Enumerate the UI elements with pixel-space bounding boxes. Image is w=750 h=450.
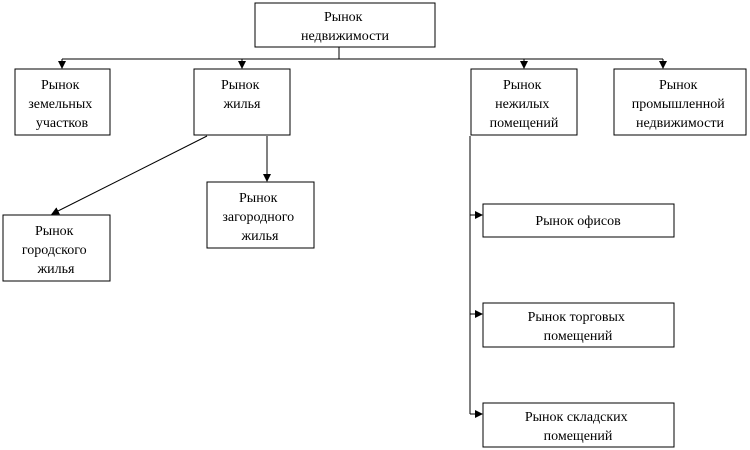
node-suburban: Рынок загородного жилья [206,181,315,249]
node-label: Рынок загородного жилья [222,191,297,244]
node-box [254,2,436,48]
node-root: Рынок недвижимости [254,2,436,48]
node-label-line: Рынок [659,78,698,93]
node-box [470,68,578,136]
node-label-line: промышленной [632,97,725,112]
node-label-line: недвижимости [636,116,724,131]
node-label-line: Рынок [503,78,542,93]
node-label: Рынок жилья [221,78,263,112]
node-label-line: Рынок складских [525,410,628,425]
node-label: Рынок складских помещений [525,410,631,444]
node-label-line: жилья [37,262,76,277]
node-box [613,68,747,136]
node-label-line: городского [22,243,87,258]
node-label-line: Рынок торговых [528,310,625,325]
node-label: Рынок торговых помещений [528,310,629,344]
node-offices: Рынок офисов [482,203,675,238]
node-label-line: Рынок [239,191,278,206]
node-urban: Рынок городского жилья [2,214,111,282]
node-box [482,203,675,238]
node-label-line: нежилых [495,97,549,112]
node-label: Рынок нежилых помещений [490,78,559,131]
node-label-line: жилья [241,229,280,244]
node-label: Рынок промышленной недвижимости [632,78,728,131]
node-label-line: недвижимости [301,29,389,44]
node-box [482,402,675,448]
node-label-line: земельных [28,97,92,112]
node-label-line: Рынок [221,78,260,93]
connectors [51,47,667,418]
node-label: Рынок офисов [535,214,621,229]
node-label-line: Рынок офисов [535,214,621,229]
node-housing: Рынок жилья [193,68,291,136]
node-industrial: Рынок промышленной недвижимости [613,68,747,136]
node-warehouse: Рынок складских помещений [482,402,675,448]
node-nonresidential: Рынок нежилых помещений [470,68,578,136]
node-retail: Рынок торговых помещений [482,302,675,348]
node-label-line: помещений [544,329,613,344]
node-box [193,68,291,136]
node-label-line: загородного [222,210,294,225]
node-label: Рынок городского жилья [22,224,90,277]
node-label-line: Рынок [324,10,363,25]
node-box [14,68,111,136]
node-box [2,214,111,282]
node-label: Рынок недвижимости [301,10,389,44]
node-label-line: Рынок [41,78,80,93]
node-label-line: помещений [544,429,613,444]
node-label: Рынок земельных участков [28,78,96,131]
node-label-line: жилья [223,97,262,112]
node-label-line: участков [36,116,89,131]
node-label-line: помещений [490,116,559,131]
node-land: Рынок земельных участков [14,68,111,136]
node-box [482,302,675,348]
node-label-line: Рынок [35,224,74,239]
edge-housing-urban [51,135,208,215]
node-box [206,181,315,249]
